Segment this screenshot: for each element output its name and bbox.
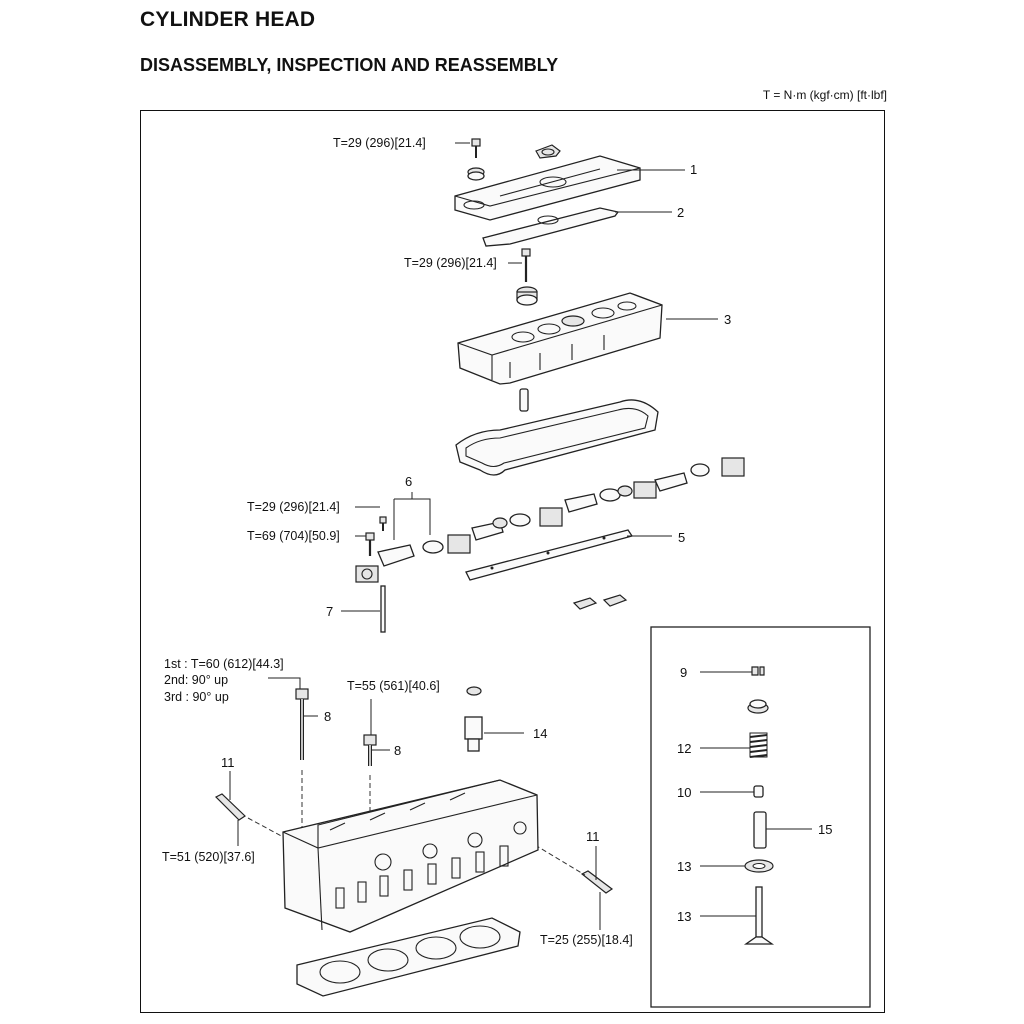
torque-units-note: T = N·m (kgf·cm) [ft·lbf] [762, 88, 887, 102]
diagram-frame [140, 110, 885, 1013]
callout-5: 5 [678, 530, 686, 545]
push-rod [380, 585, 386, 633]
page-title: CYLINDER HEAD [140, 8, 316, 31]
valve-detail-box [650, 626, 871, 1008]
torque-label-rocker-large: T=69 (704)[50.9] [247, 529, 340, 543]
rocker-bracket [355, 565, 379, 583]
lash-pad-pair [572, 594, 628, 610]
housing-grommet [516, 286, 538, 306]
rocker-arm-assembly [355, 457, 745, 583]
cylinder-head-block [282, 779, 539, 933]
callout-15: 15 [818, 822, 833, 837]
callout-7: 7 [326, 604, 334, 619]
housing-bolt [521, 248, 531, 282]
rocker-bolt-small [379, 516, 387, 531]
torque-label-housing-bolt: T=29 (296)[21.4] [404, 256, 497, 270]
dowel-pin [519, 388, 529, 412]
torque-label-head-bolt-short: T=55 (561)[40.6] [347, 679, 440, 693]
callout-12: 12 [677, 741, 692, 756]
grommet-top [467, 167, 485, 181]
stud-left [214, 793, 246, 821]
callout-11-left: 11 [221, 755, 235, 770]
callout-13-valve: 13 [677, 909, 692, 924]
torque-label-cover-bolt: T=29 (296)[21.4] [333, 136, 426, 150]
valve-stem-seal [753, 785, 764, 798]
head-gasket [296, 917, 521, 997]
callout-6: 6 [405, 474, 413, 489]
rocker-arm [377, 544, 415, 567]
rocker-bolt-large [365, 532, 375, 556]
camshaft-housing [457, 292, 663, 385]
callout-3: 3 [724, 312, 732, 327]
torque-label-head-bolt-1st: 1st : T=60 (612)[44.3] [164, 657, 284, 671]
injector-sleeve [464, 716, 483, 752]
torque-label-head-bolt-2nd: 2nd: 90° up [164, 673, 229, 687]
valve-cotter [751, 666, 765, 676]
torque-label-stud-right: T=25 (255)[18.4] [540, 933, 633, 947]
callout-8-long-bolt: 8 [324, 709, 332, 724]
torque-label-head-bolt-3rd: 3rd : 90° up [164, 690, 229, 704]
head-bolt-short [363, 734, 377, 766]
callout-1: 1 [690, 162, 698, 177]
leader-lines [229, 142, 812, 930]
page-subtitle: DISASSEMBLY, INSPECTION AND REASSEMBLY [140, 55, 559, 75]
rocker-shaft [465, 529, 634, 581]
callout-10: 10 [677, 785, 692, 800]
stud-guide-left [247, 817, 286, 839]
valve-guide [753, 811, 767, 849]
cover-bolt-top [471, 138, 481, 158]
stud-right [580, 870, 614, 894]
oil-filler-cap [535, 144, 561, 159]
head-port-row [335, 845, 509, 909]
callout-14: 14 [533, 726, 548, 741]
cover-gasket [482, 207, 620, 247]
cylinder-head-cover-plate [454, 155, 641, 221]
callout-2: 2 [677, 205, 685, 220]
callout-11-right: 11 [586, 829, 600, 844]
valve-spring-retainer [747, 699, 769, 714]
valve [743, 886, 775, 945]
valve-spring [749, 732, 768, 758]
callout-13-seat: 13 [677, 859, 692, 874]
torque-label-stud-left: T=51 (520)[37.6] [162, 850, 255, 864]
stud-guide-right [534, 844, 586, 876]
housing-gasket [455, 399, 659, 476]
callout-8-short-bolt: 8 [394, 743, 402, 758]
valve-spring-seat [744, 859, 774, 873]
head-bolt-long [295, 688, 309, 760]
sleeve-seal-ring [466, 686, 482, 696]
torque-label-rocker-small: T=29 (296)[21.4] [247, 500, 340, 514]
callout-9: 9 [680, 665, 688, 680]
